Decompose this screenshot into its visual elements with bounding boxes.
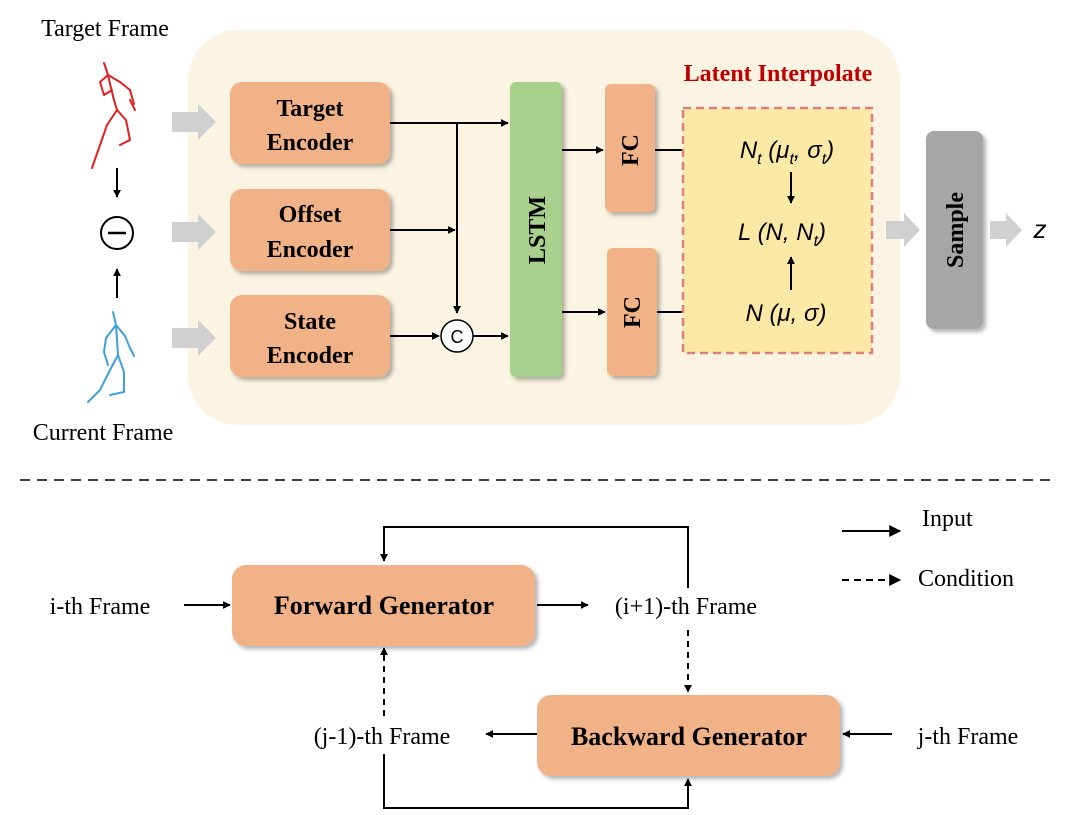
feedback-i-plus-1-to-forward [380, 526, 689, 588]
offset-encoder-block: Offset Encoder [230, 189, 390, 271]
j-th-frame-label: j-th Frame [917, 724, 1019, 750]
latent-n-distribution: N (μ, σ) [746, 300, 827, 327]
sample-block [926, 131, 983, 329]
i-th-frame-label: i-th Frame [50, 594, 151, 620]
gray-arrow-offset-input [172, 214, 216, 250]
forward-generator-block [232, 565, 535, 646]
latent-interpolate-title: Latent Interpolate [684, 61, 873, 87]
lstm-label: LSTM [525, 196, 551, 264]
concat-operator-label: C [451, 327, 464, 347]
target-skeleton-figure [91, 62, 136, 169]
target-frame-label: Target Frame [41, 16, 169, 42]
gray-arrow-latent-to-sample [886, 213, 920, 247]
target-encoder-label-line2: Encoder [267, 130, 354, 156]
fc-top-label: FC [618, 134, 644, 166]
feedback-j-minus-1-to-backward [383, 754, 692, 809]
gray-arrow-sample-to-z [990, 213, 1022, 247]
target-encoder-label-line1: Target [276, 96, 343, 122]
legend-input-label: Input [922, 506, 973, 532]
lstm-block [510, 82, 562, 377]
sample-label: Sample [943, 192, 969, 268]
state-encoder-label-line1: State [284, 309, 336, 335]
current-skeleton-figure [87, 311, 135, 403]
gray-arrow-target-input [172, 104, 216, 140]
gray-arrow-state-input [172, 320, 216, 356]
fc-bottom-label: FC [620, 296, 646, 328]
latent-l-interpolation: L (N, Nt) [738, 219, 826, 250]
backward-generator-label: Backward Generator [571, 722, 807, 751]
state-encoder-label-line2: Encoder [267, 343, 354, 369]
latent-nt-distribution: Nt (μt, σt) [740, 137, 834, 168]
state-encoder-block: State Encoder [230, 295, 390, 377]
offset-encoder-label-line1: Offset [279, 202, 342, 228]
offset-encoder-label-line2: Encoder [267, 237, 354, 263]
z-output-label: z [1033, 214, 1047, 244]
backward-generator-block [537, 695, 840, 776]
forward-generator-label: Forward Generator [274, 591, 494, 620]
latent-interpolate-box [681, 106, 874, 355]
current-frame-label: Current Frame [33, 420, 174, 446]
j-minus-1-th-frame-label: (j-1)-th Frame [314, 724, 451, 750]
target-encoder-block: Target Encoder [230, 82, 390, 164]
legend-condition-label: Condition [918, 566, 1014, 592]
i-plus-1-th-frame-label: (i+1)-th Frame [615, 594, 757, 620]
fc-bottom-block [607, 248, 657, 376]
fc-top-block [605, 84, 655, 212]
